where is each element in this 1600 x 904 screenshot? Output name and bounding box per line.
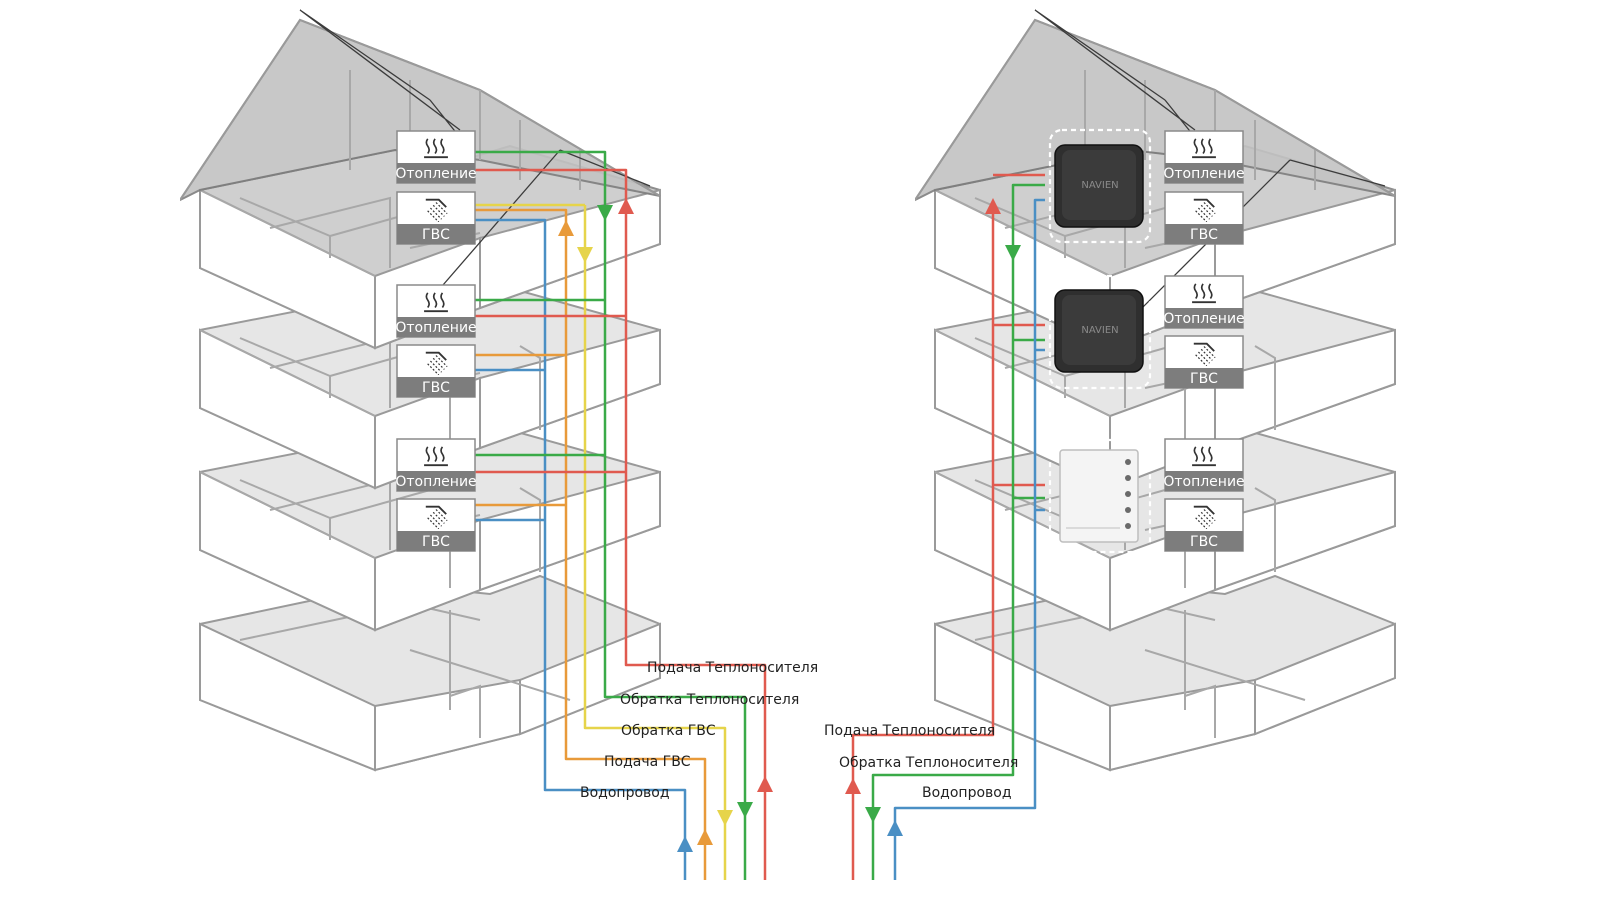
tile-dhw-label: ГВС xyxy=(1190,371,1218,387)
arrow-up-r-water xyxy=(887,820,903,836)
tile-heating-label: Отопление xyxy=(395,166,476,182)
right-pipes xyxy=(851,173,1045,880)
left-arrows xyxy=(558,198,773,852)
tile-heating-label: Отопление xyxy=(1163,474,1244,490)
tile-dhw-label: ГВС xyxy=(1190,534,1218,550)
left-label-dhw-supply: Подача ГВС xyxy=(604,754,691,770)
right-guide-lines xyxy=(1034,9,1386,321)
left-heat-supply-pipe xyxy=(470,168,767,880)
distribution-unit-icon xyxy=(1059,449,1139,543)
arrow-up-heat-supply xyxy=(757,776,773,792)
arrow-up-top-heat xyxy=(618,198,634,214)
arrow-down-top-dhw xyxy=(577,247,593,263)
tile-heating-floor1: Отопление xyxy=(395,438,477,492)
boiler-brand: NAVIEN xyxy=(1081,325,1118,336)
left-heat-return-pipe xyxy=(470,150,747,880)
arrow-down-r-top-heat xyxy=(1005,245,1021,261)
tile-dhw-label: ГВС xyxy=(1190,227,1218,243)
left-pipes xyxy=(470,150,767,880)
tile-heating-label: Отопление xyxy=(1163,166,1244,182)
left-dhw-return-pipe xyxy=(470,203,727,880)
tile-dhw-floor2: ГВС xyxy=(396,344,476,398)
tile-heating-label: Отопление xyxy=(1163,311,1244,327)
boiler-highlight xyxy=(1048,274,1152,390)
unit-ports xyxy=(1125,459,1131,529)
r-tile-dhw-floor1: ГВС xyxy=(1164,498,1244,552)
left-label-water: Водопровод xyxy=(580,785,670,801)
right-label-water: Водопровод xyxy=(922,785,1012,801)
left-dhw-supply-pipe xyxy=(470,208,707,880)
boiler-floor3: NAVIEN xyxy=(1048,128,1152,244)
tile-dhw-label: ГВС xyxy=(422,534,450,550)
right-label-heat-supply: Подача Теплоносителя xyxy=(824,723,995,739)
tile-dhw-floor1: ГВС xyxy=(396,498,476,552)
left-water-pipe xyxy=(470,218,687,880)
left-label-heat-return: Обратка Теплоносителя xyxy=(620,692,799,708)
arrow-up-dhw-supply xyxy=(697,829,713,845)
boiler-floor2: NAVIEN xyxy=(1048,274,1152,390)
tile-dhw-label: ГВС xyxy=(422,380,450,396)
tile-heating-label: Отопление xyxy=(395,474,476,490)
r-tile-dhw-floor3: ГВС xyxy=(1164,191,1244,245)
boiler-brand: NAVIEN xyxy=(1081,180,1118,191)
left-tiles: Отопление ГВС Отопление ГВС Отопление xyxy=(395,130,477,552)
right-heat-supply-pipe xyxy=(851,173,1045,880)
arrow-down-heat-return xyxy=(737,802,753,818)
tile-dhw-floor3: ГВС xyxy=(396,191,476,245)
left-label-dhw-return: Обратка ГВС xyxy=(621,723,716,739)
tile-heating-floor2: Отопление xyxy=(395,284,477,338)
tile-heating-floor3: Отопление xyxy=(395,130,477,184)
right-building xyxy=(915,19,1396,771)
arrow-down-top-heat xyxy=(597,205,613,221)
boiler-highlight xyxy=(1048,128,1152,244)
right-tiles: Отопление ГВС Отопление ГВС Отопление xyxy=(1163,130,1245,552)
r-tile-heating-floor2: Отопление xyxy=(1163,275,1245,329)
tile-heating-label: Отопление xyxy=(395,320,476,336)
arrow-down-dhw-return xyxy=(717,810,733,826)
right-label-heat-return: Обратка Теплоносителя xyxy=(839,755,1018,771)
arrow-up-r-heat-supply xyxy=(845,778,861,794)
arrow-up-r-top-heat xyxy=(985,198,1001,214)
distribution-unit-floor1 xyxy=(1048,438,1152,554)
unit-highlight xyxy=(1048,438,1152,554)
r-tile-heating-floor1: Отопление xyxy=(1163,438,1245,492)
tile-dhw-label: ГВС xyxy=(422,227,450,243)
r-tile-heating-floor3: Отопление xyxy=(1163,130,1245,184)
r-tile-dhw-floor2: ГВС xyxy=(1164,335,1244,389)
left-label-heat-supply: Подача Теплоносителя xyxy=(647,660,818,676)
arrow-up-water xyxy=(677,836,693,852)
arrow-up-top-dhw xyxy=(558,220,574,236)
arrow-down-r-heat-return xyxy=(865,807,881,823)
right-arrows xyxy=(845,198,1021,836)
